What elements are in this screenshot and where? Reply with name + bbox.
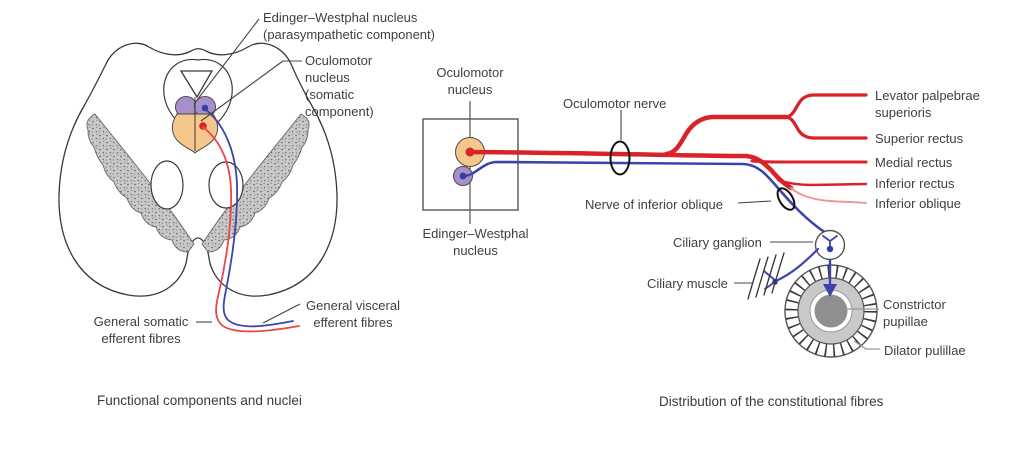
ciliary-ganglion-label: Ciliary ganglion [673,235,762,250]
oculomotor-label-line4: component) [305,104,374,120]
parasympathetic-fibre-path [461,160,828,235]
general-visceral-label: General visceral efferent fibres [298,297,408,331]
cerebral-aqueduct-triangle [179,70,214,99]
oculomotor-nerve-trunk-red [467,149,794,191]
dilator-pupillae-spokes [785,265,877,357]
inferior-rectus-label: Inferior rectus [875,176,955,191]
inferior-oblique-branch [790,187,867,204]
red-nucleus-left [150,160,184,210]
ew-nucleus-label-left: Edinger–Westphal nucleus (parasympatheti… [263,9,435,43]
medial-rectus-label: Medial rectus [875,155,953,170]
levator-palpebrae-label: Levator palpebrae superioris [875,87,980,121]
oculomotor-leader-line [200,60,284,122]
general-visceral-fibre-path [204,108,294,328]
ciliary-muscle-label: Ciliary muscle [647,276,728,291]
midbrain-section-figure [58,18,338,333]
nerve-inferior-oblique-leader [737,200,772,204]
oculomotor-nucleus-right-line1: Oculomotor [436,65,504,80]
constrictor-pupillae-label: Constrictor pupillae [883,296,946,330]
ew-nucleus-label-line2: (parasympathetic component) [263,27,435,43]
general-somatic-line2: efferent fibres [101,331,181,347]
pupil [814,294,848,328]
substantia-nigra-left [86,113,195,253]
caption-right: Distribution of the constitutional fibre… [659,394,884,409]
oculomotor-nerve-label: Oculomotor nerve [563,96,667,111]
superior-rectus-label: Superior rectus [875,131,964,146]
ew-nucleus-right-line2: nucleus [453,243,498,259]
eye-iris [784,264,878,358]
oculomotor-label-line3: (somatic [305,87,355,103]
oculomotor-nucleus-label-right: Oculomotor nucleus [420,64,520,98]
dilator-leader [853,340,880,350]
levator-line2: superioris [875,105,932,121]
oculomotor-nucleus-label-left: Oculomotor nucleus (somatic component) [305,52,374,121]
general-visceral-line2: efferent fibres [313,315,393,331]
medial-rectus-branch [750,159,868,164]
superior-rectus-branch [784,115,868,140]
superior-division-branch [663,114,789,157]
ew-nucleus-right-line1: Edinger–Westphal [422,226,529,241]
ciliary-muscle-hatching [747,252,785,300]
visceral-origin-dot-right [459,172,467,180]
ew-leader-line [193,18,260,105]
general-somatic-line1: General somatic [93,314,189,329]
levator-line1: Levator palpebrae [875,88,980,103]
constrictor-line2: pupillae [883,314,928,330]
ew-nucleus-label-line1: Edinger–Westphal nucleus [263,10,418,25]
general-visceral-leader-line [262,303,301,324]
general-somatic-fibre-path [202,126,300,333]
oculomotor-nerve-ellipse [609,140,631,176]
nerve-inferior-oblique-label: Nerve of inferior oblique [585,197,724,212]
inferior-oblique-label: Inferior oblique [875,196,961,211]
ew-nucleus-label-right: Edinger–Westphal nucleus [413,225,538,259]
general-visceral-line1: General visceral [306,298,400,313]
ganglion-cell-dot [826,245,834,253]
inferior-rectus-branch [776,178,868,187]
dilator-pupillae-label: Dilator pulillae [884,343,966,358]
eye-entry-arrow [823,284,837,297]
levator-branch [784,93,868,119]
fibre-distribution-figure [422,93,880,358]
ciliary-muscle-branch [774,247,820,283]
constrictor-line1: Constrictor [883,297,946,312]
oculomotor-label-line2: nucleus [305,70,350,86]
oculomotor-label-line1: Oculomotor [305,53,373,68]
caption-left: Functional components and nuclei [97,393,302,408]
inferior-oblique-nerve-ellipse [776,187,796,211]
oculomotor-nucleus-right-line2: nucleus [447,82,493,98]
somatic-origin-dot-right [465,147,475,157]
general-somatic-label: General somatic efferent fibres [85,313,197,347]
nucleus-box [422,118,519,211]
midbrain-outline [58,42,338,297]
